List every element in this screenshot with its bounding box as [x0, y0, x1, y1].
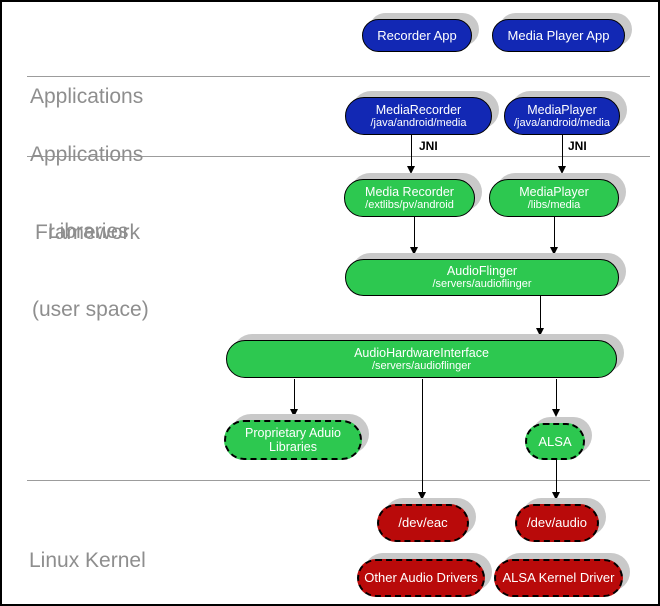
node-subtitle: /servers/audioflinger: [432, 278, 532, 290]
libraries-label-line2: (user space): [32, 298, 149, 321]
node-title: Media Player App: [507, 27, 610, 43]
framework-label-line2: Framework: [35, 221, 141, 244]
node-proprietary-audio-libraries: Proprietary Aduio Libraries: [224, 420, 362, 460]
node-subtitle: /java/android/media: [513, 116, 610, 129]
node-title: MediaPlayer: [519, 184, 589, 199]
node-other-audio-drivers: Other Audio Drivers: [357, 559, 485, 597]
arrow-mediaplayer-jni: [558, 135, 566, 174]
node-recorder-app: Recorder App: [362, 19, 472, 52]
arrow-recorderlib-to-audioflinger: [410, 217, 418, 255]
node-dev-eac: /dev/eac: [377, 504, 469, 542]
arrow-playerlib-to-audioflinger: [550, 217, 558, 255]
jni-label-left: JNI: [419, 139, 438, 153]
node-subtitle: /servers/audioflinger: [371, 359, 472, 372]
node-title: Recorder App: [377, 27, 457, 43]
section-label-linux-kernel: Linux Kernel: [29, 496, 146, 604]
node-subtitle: /extlibs/pv/android: [365, 198, 454, 211]
section-label-libraries: Libraries (user space): [32, 167, 149, 375]
node-title: ALSA: [538, 433, 572, 449]
arrow-audioflinger-to-ahi: [536, 296, 544, 336]
section-label-applications: Applications: [30, 32, 143, 162]
node-title: MediaRecorder: [375, 102, 462, 117]
node-title: Other Audio Drivers: [364, 570, 478, 585]
node-audioflinger: AudioFlinger /servers/audioflinger: [345, 259, 619, 296]
node-mediaplayer-lib: MediaPlayer /libs/media: [489, 179, 619, 217]
node-title: ALSA Kernel Driver: [502, 570, 615, 585]
section-divider-framework: [27, 156, 650, 157]
section-label-applications-framework: Applications Framework: [30, 90, 143, 298]
jni-label-right: JNI: [568, 139, 587, 153]
node-subtitle: /java/android/media: [370, 116, 467, 129]
node-title: /dev/audio: [527, 515, 587, 530]
section-divider-kernel: [27, 480, 650, 481]
arrow-ahi-to-proprietary: [290, 379, 298, 417]
node-title: Media Recorder: [365, 184, 454, 199]
arrow-mediarecorder-jni: [407, 135, 415, 174]
node-title: /dev/eac: [398, 515, 448, 530]
node-mediaplayer-framework: MediaPlayer /java/android/media: [504, 97, 620, 135]
node-alsa: ALSA: [525, 423, 585, 460]
node-title: AudioFlinger: [446, 264, 518, 278]
node-media-recorder-lib: Media Recorder /extlibs/pv/android: [344, 179, 475, 217]
arrow-ahi-to-dev-eac: [418, 379, 426, 500]
libraries-label-line1: Libraries: [48, 220, 129, 243]
kernel-label-text: Linux Kernel: [29, 549, 146, 572]
framework-label-line1: Applications: [30, 143, 144, 166]
node-media-player-app: Media Player App: [492, 19, 625, 52]
node-alsa-kernel-driver: ALSA Kernel Driver: [494, 559, 623, 597]
node-dev-audio: /dev/audio: [515, 504, 599, 542]
node-title: AudioHardwareInterface: [354, 345, 489, 360]
section-label-applications-text: Applications: [30, 85, 144, 108]
node-title: MediaPlayer: [527, 102, 597, 117]
arrow-ahi-to-alsa: [552, 379, 560, 417]
section-divider-applications: [27, 76, 650, 77]
node-mediarecorder-framework: MediaRecorder /java/android/media: [345, 97, 492, 135]
node-subtitle: /libs/media: [527, 198, 581, 211]
node-audiohardwareinterface: AudioHardwareInterface /servers/audiofli…: [226, 340, 617, 378]
arrow-alsa-to-dev-audio: [552, 460, 560, 500]
node-title: Proprietary Aduio Libraries: [245, 426, 341, 454]
